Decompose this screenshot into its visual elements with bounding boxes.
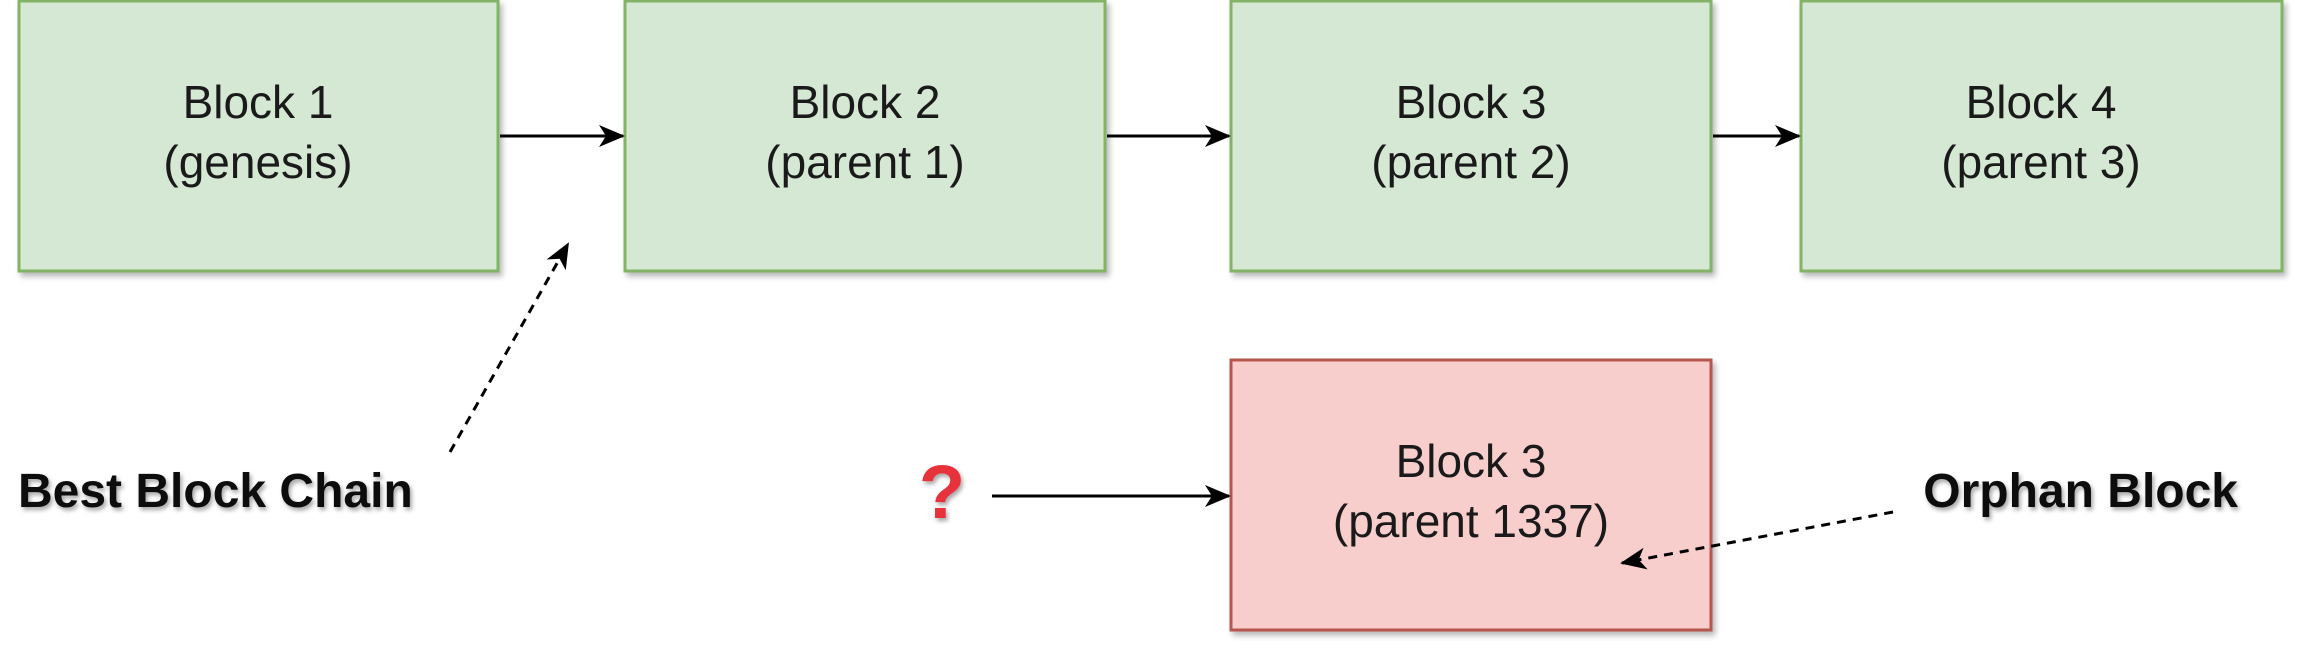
orphan-block-label: Orphan Block [1923,465,2238,518]
orphan-block-title: Block 3 [1396,435,1547,487]
block-1-title: Block 1 [183,76,334,128]
orphan-block-box [1229,358,1713,632]
block-3-box [1229,0,1713,273]
orphan-pointer-arrow [1620,510,1894,570]
block-3-parent: (parent 2) [1371,136,1570,188]
block-4: Block 4 (parent 3) [1799,0,2284,273]
block-1-box [17,0,500,273]
block-3-title: Block 3 [1396,76,1547,128]
block-1-parent: (genesis) [163,136,352,188]
block-4-title: Block 4 [1966,76,2117,128]
block-1: Block 1 (genesis) [17,0,500,273]
block-4-box [1799,0,2284,273]
orphan-block-parent: (parent 1337) [1333,495,1609,547]
block-2: Block 2 (parent 1) [623,0,1107,273]
block-2-parent: (parent 1) [765,136,964,188]
block-2-box [623,0,1107,273]
block-4-parent: (parent 3) [1941,136,2140,188]
best-chain-pointer-arrow [448,242,570,453]
question-mark-icon: ? [919,450,965,535]
block-3: Block 3 (parent 2) [1229,0,1713,273]
block-2-title: Block 2 [790,76,941,128]
best-block-chain-label: Best Block Chain [18,465,413,518]
orphan-block: Block 3 (parent 1337) [1229,358,1713,632]
